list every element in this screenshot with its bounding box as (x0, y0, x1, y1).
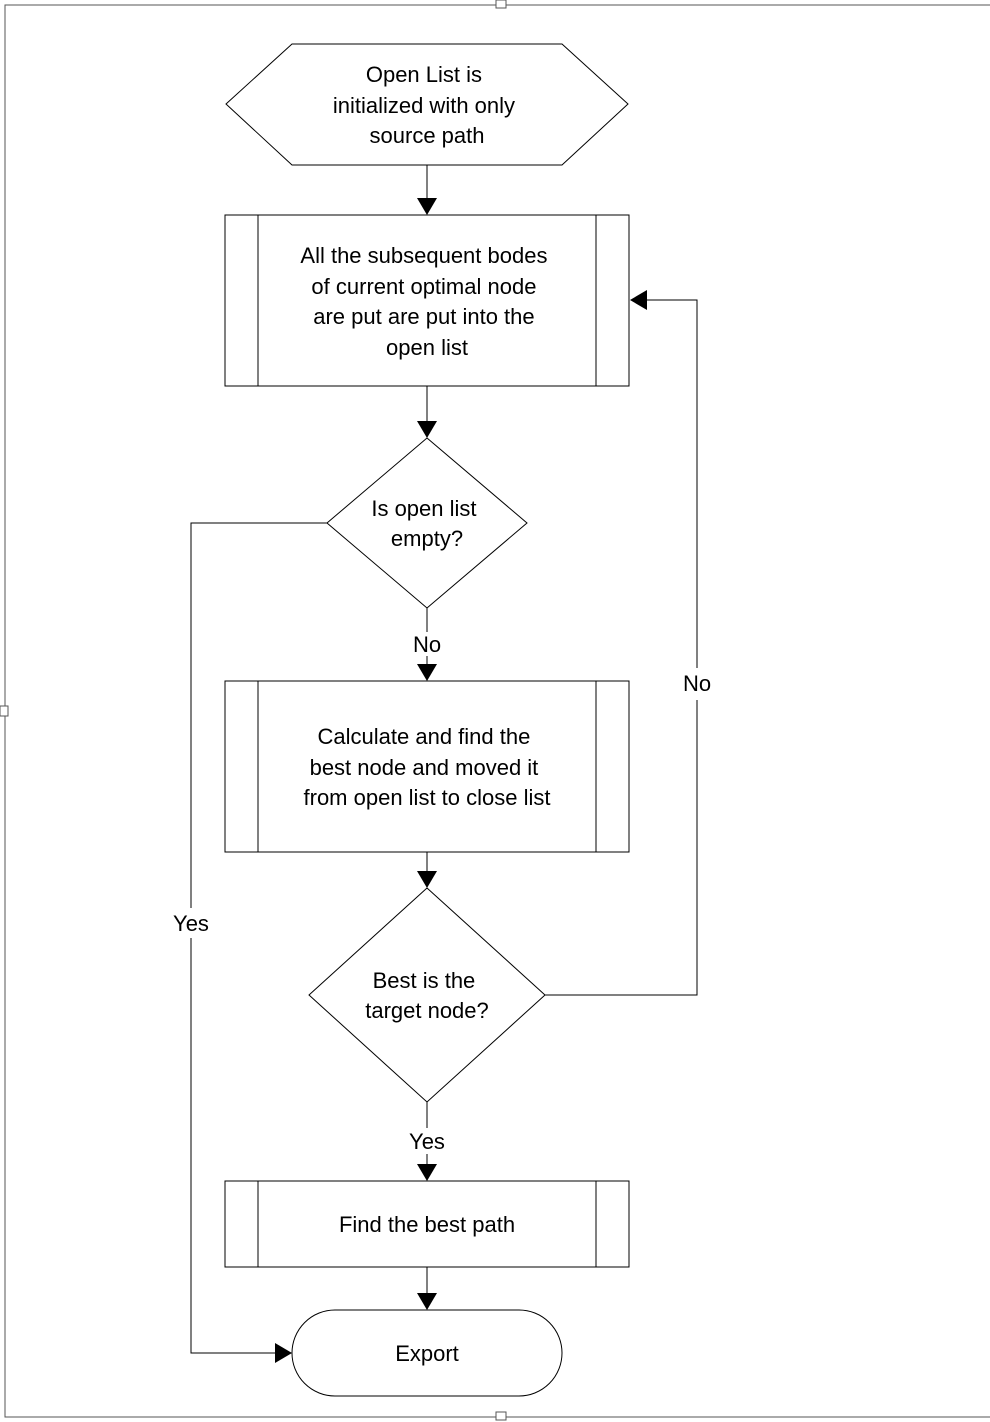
connector-target-yes-to-find-path (417, 1102, 437, 1181)
expand-label-line: All the subsequent bodes (300, 243, 547, 268)
frame-handle-top[interactable] (495, 0, 507, 9)
decision-target-label-line: Best is the (373, 968, 476, 993)
connector-expand-to-decision (417, 386, 437, 438)
find-path-label-line: Find the best path (339, 1212, 515, 1237)
edge-label-target-yes: Yes (409, 1129, 445, 1154)
export-label: Export (395, 1341, 459, 1366)
decision-empty-label-line: empty? (391, 526, 463, 551)
expand-process-box (224, 214, 630, 387)
connector-find-path-to-export (417, 1267, 437, 1310)
connector-start-to-expand (417, 165, 437, 215)
connector-decision-no-to-calculate (417, 608, 437, 681)
decision-empty-label: Is open list empty? (371, 496, 482, 551)
frame-handle-left[interactable] (0, 705, 9, 717)
start-label-line: initialized with only (333, 93, 515, 118)
calculate-process-box (224, 680, 630, 853)
expand-label: All the subsequent bodes of current opti… (300, 243, 553, 360)
expand-label-line: open list (386, 335, 468, 360)
calculate-label-line: Calculate and find the (318, 724, 531, 749)
expand-label-line: are put are put into the (313, 304, 534, 329)
find-path-label: Find the best path (339, 1212, 515, 1237)
edge-label-empty-yes: Yes (173, 911, 209, 936)
edge-label-empty-no: No (413, 632, 441, 657)
decision-empty-label-line: Is open list (371, 496, 476, 521)
decision-empty-diamond (326, 437, 528, 609)
decision-target-label: Best is the target node? (365, 968, 489, 1023)
calculate-label-line: best node and moved it (310, 755, 539, 780)
edge-label-target-no: No (683, 671, 711, 696)
calculate-label-line: from open list to close list (304, 785, 551, 810)
frame-handle-bottom[interactable] (495, 1411, 507, 1421)
decision-target-label-line: target node? (365, 998, 489, 1023)
connector-calculate-to-target (417, 852, 437, 888)
start-hexagon (225, 43, 629, 166)
export-label-line: Export (395, 1341, 459, 1366)
connector-empty-yes-to-export (190, 522, 327, 1363)
calculate-label: Calculate and find the best node and mov… (304, 724, 551, 810)
expand-label-line: of current optimal node (311, 274, 536, 299)
find-path-process-box (224, 1180, 630, 1268)
decision-target-diamond (308, 887, 546, 1103)
start-label: Open List is initialized with only sourc… (333, 62, 521, 148)
start-label-line: Open List is (366, 62, 482, 87)
start-label-line: source path (370, 123, 485, 148)
connector-target-no-to-expand (545, 290, 698, 996)
